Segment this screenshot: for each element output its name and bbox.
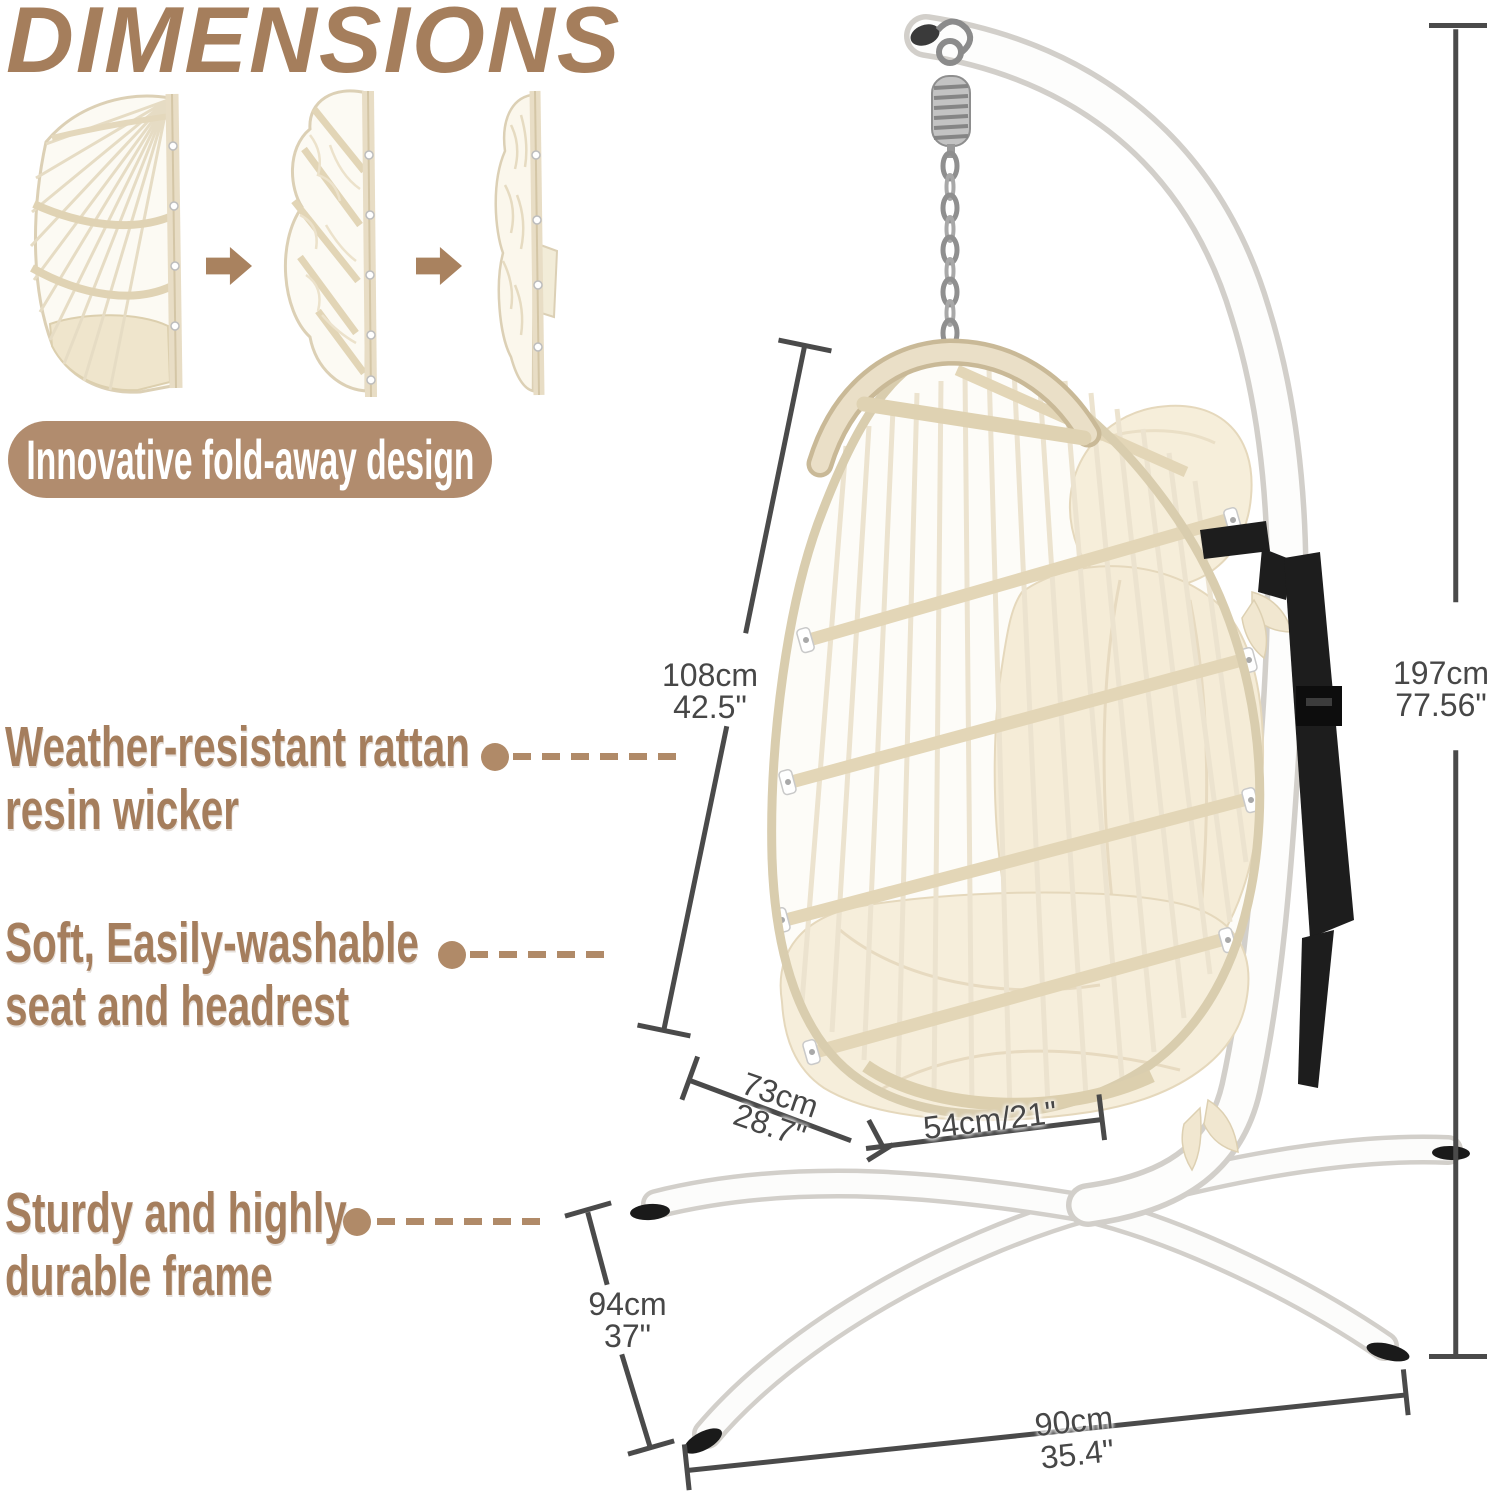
feature-washable-seat: Soft, Easily-washable seat and headrest — [5, 912, 588, 1038]
dim-line-stand-height — [1453, 29, 1459, 603]
stand-pole — [904, 14, 1309, 1227]
safety-strap — [1200, 521, 1354, 1088]
callout-dash-line — [470, 951, 614, 958]
feature-text: resin wicker — [5, 778, 239, 842]
fold-step-2-image — [283, 89, 377, 398]
stand-foot-caps — [630, 1145, 1470, 1454]
band-clips — [772, 507, 1260, 1066]
basket-rim — [862, 1060, 1155, 1111]
page-title: DIMENSIONS — [6, 0, 622, 92]
feature-text: seat and headrest — [5, 974, 350, 1038]
feature-text: Weather-resistant rattan — [5, 715, 470, 779]
fold-step-1-image — [29, 93, 183, 394]
callout-dash-line — [513, 753, 685, 760]
dim-cap — [1429, 23, 1487, 28]
feature-text: Sturdy and highly — [5, 1181, 347, 1245]
callout-dot — [343, 1208, 371, 1236]
feature-text: Soft, Easily-washable — [5, 911, 419, 975]
callout-dash-line — [377, 1218, 547, 1225]
fold-away-badge: Innovative fold-away design — [8, 421, 492, 498]
hanging-hook-icon — [935, 18, 974, 66]
fold-away-badge-label: Innovative fold-away design — [25, 428, 475, 491]
dim-label-chair-height: 108cm 42.5" — [661, 657, 759, 725]
stand-base — [641, 1134, 1463, 1449]
dim-label-base-depth: 94cm 37" — [588, 1286, 667, 1354]
feature-durable-frame: Sturdy and highly durable frame — [5, 1182, 486, 1308]
dim-label-stand-height: 197cm 77.56" — [1392, 655, 1490, 723]
pole-tip-cap — [910, 24, 940, 46]
hanging-chain — [940, 150, 960, 349]
dim-cap — [1429, 1354, 1487, 1359]
feature-weather-resistant: Weather-resistant rattan resin wicker — [5, 716, 660, 842]
fold-step-3-image — [494, 90, 559, 396]
suspension-spring — [931, 75, 971, 158]
cushion-ties — [1181, 591, 1294, 1172]
callout-dot — [481, 743, 509, 771]
top-arch-handle — [806, 338, 1102, 478]
feature-text: durable frame — [5, 1244, 273, 1308]
basket-outline — [767, 347, 1265, 1119]
seat-cushion — [779, 891, 1250, 1122]
callout-dot — [438, 941, 466, 969]
rattan-bands — [776, 364, 1257, 1061]
dim-line-stand-height — [1453, 750, 1459, 1357]
